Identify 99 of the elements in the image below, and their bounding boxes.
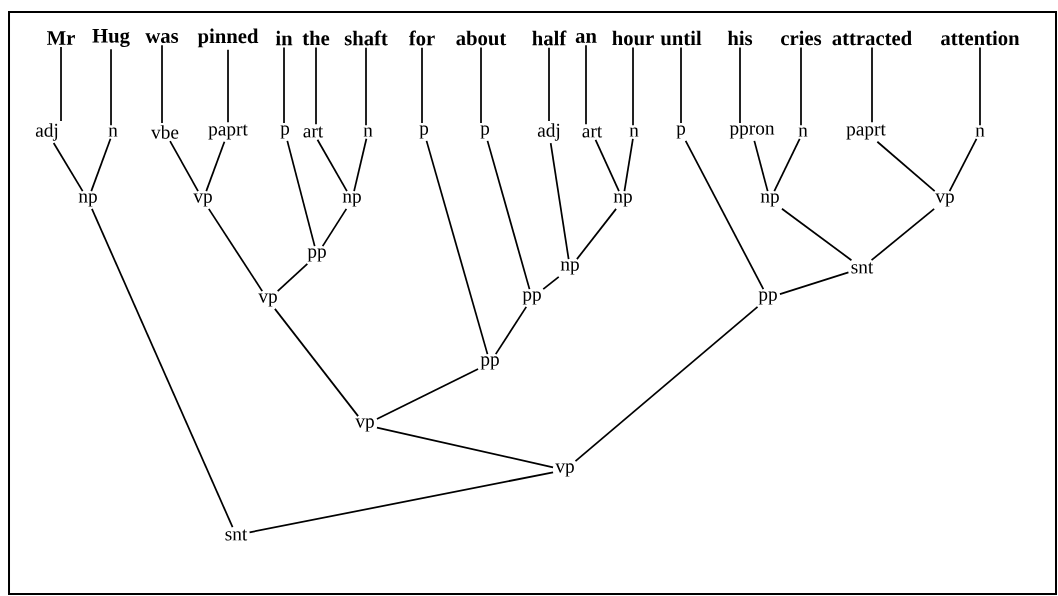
phrase-label: np xyxy=(78,193,97,207)
phrase-label: pp xyxy=(522,291,541,305)
tree-line xyxy=(494,306,528,355)
tree-line xyxy=(948,137,978,192)
part-of-speech-label: vbe xyxy=(151,125,179,139)
tree-line xyxy=(421,46,423,124)
tree-line xyxy=(870,208,936,262)
part-of-speech-label: adj xyxy=(35,123,58,141)
tree-line xyxy=(248,471,554,534)
tree-line xyxy=(574,306,759,462)
phrase-label: vp xyxy=(555,463,574,477)
part-of-speech-label: n xyxy=(629,127,639,137)
tree-line xyxy=(316,138,348,192)
tree-line xyxy=(576,208,617,260)
tree-line xyxy=(753,140,769,192)
part-of-speech-label: art xyxy=(303,126,324,138)
phrase-label: snt xyxy=(225,529,248,541)
phrase-label: pp xyxy=(758,291,777,305)
phrase-label: snt xyxy=(851,262,874,274)
phrase-label: np xyxy=(613,193,632,207)
sentence-word: until xyxy=(660,30,702,46)
sentence-word: hour xyxy=(612,30,654,46)
sentence-word: an xyxy=(575,33,597,43)
part-of-speech-label: p xyxy=(676,125,686,139)
sentence-word: pinned xyxy=(197,28,259,48)
part-of-speech-label: n xyxy=(975,127,985,137)
tree-line xyxy=(680,46,682,124)
tree-line xyxy=(480,46,482,124)
tree-line xyxy=(585,44,587,126)
sentence-word: cries xyxy=(781,30,822,46)
part-of-speech-label: ppron xyxy=(729,125,775,139)
tree-line xyxy=(276,263,309,292)
part-of-speech-label: n xyxy=(108,127,118,137)
part-of-speech-label: paprt xyxy=(208,124,248,140)
tree-line xyxy=(90,137,112,192)
tree-line xyxy=(283,46,285,124)
tree-line xyxy=(205,140,226,192)
tree-line xyxy=(623,137,634,192)
sentence-word: was xyxy=(145,33,179,43)
tree-line xyxy=(486,140,531,290)
phrase-label: np xyxy=(342,193,361,207)
sentence-word: his xyxy=(727,30,753,46)
tree-line xyxy=(800,46,802,127)
tree-line xyxy=(274,308,359,417)
tree-line xyxy=(286,140,316,247)
part-of-speech-label: p xyxy=(280,125,290,139)
tree-line xyxy=(871,46,873,124)
phrase-label: vp xyxy=(193,193,212,207)
tree-line xyxy=(52,142,84,192)
part-of-speech-label: p xyxy=(480,125,490,139)
sentence-word: in xyxy=(275,30,293,46)
part-of-speech-label: paprt xyxy=(846,124,886,140)
sentence-word: about xyxy=(456,30,507,46)
sentence-word: the xyxy=(302,30,330,46)
tree-line xyxy=(594,138,620,192)
tree-line xyxy=(876,140,936,192)
sentence-word: shaft xyxy=(344,30,388,46)
tree-line xyxy=(353,137,368,192)
tree-line xyxy=(207,208,264,292)
phrase-label: vp xyxy=(355,418,374,432)
tree-line xyxy=(60,46,62,122)
tree-line xyxy=(91,208,234,529)
tree-line xyxy=(227,48,229,124)
phrase-label: vp xyxy=(258,293,277,307)
tree-line xyxy=(376,368,479,420)
part-of-speech-label: n xyxy=(363,127,373,137)
tree-line xyxy=(321,208,348,247)
tree-line xyxy=(161,44,163,124)
tree-line xyxy=(779,271,850,296)
tree-line xyxy=(632,46,634,127)
tree-line xyxy=(315,46,317,126)
tree-line xyxy=(548,46,550,122)
tree-line xyxy=(773,137,801,192)
part-of-speech-label: p xyxy=(419,125,429,139)
tree-line xyxy=(739,46,741,124)
tree-line xyxy=(549,142,570,260)
sentence-word: Hug xyxy=(92,28,130,48)
phrase-label: pp xyxy=(307,248,326,262)
phrase-label: np xyxy=(760,193,779,207)
sentence-word: half xyxy=(532,30,567,46)
phrase-label: pp xyxy=(480,356,499,370)
tree-line xyxy=(542,276,560,290)
tree-line xyxy=(169,140,199,192)
phrase-label: np xyxy=(560,261,579,275)
sentence-word: attracted xyxy=(832,30,912,46)
part-of-speech-label: art xyxy=(582,126,603,138)
part-of-speech-label: adj xyxy=(537,123,560,141)
tree-line xyxy=(376,426,554,469)
tree-line xyxy=(781,207,853,262)
tree-line xyxy=(365,46,367,127)
tree-line xyxy=(979,46,981,127)
tree-line xyxy=(684,140,765,290)
phrase-label: vp xyxy=(935,193,954,207)
sentence-word: for xyxy=(408,30,435,46)
tree-line xyxy=(425,140,489,355)
tree-line xyxy=(110,48,112,127)
part-of-speech-label: n xyxy=(798,127,808,137)
sentence-word: attention xyxy=(941,30,1020,46)
sentence-word: Mr xyxy=(47,31,75,45)
